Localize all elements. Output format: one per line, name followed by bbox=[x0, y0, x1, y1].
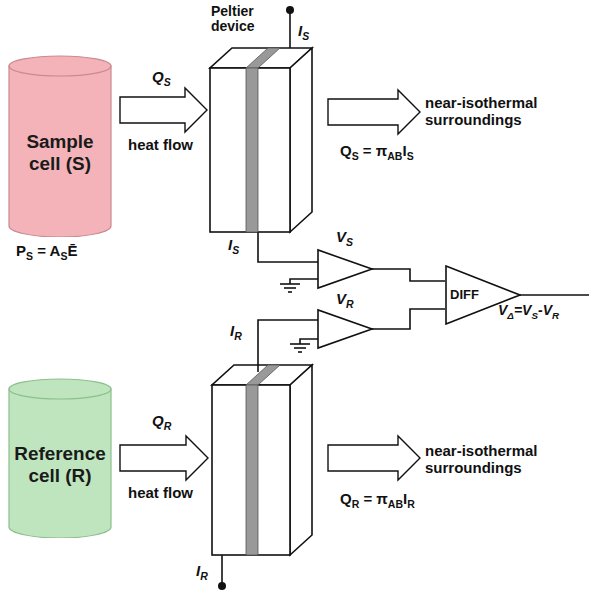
heat-symbol: QR bbox=[152, 412, 171, 432]
current-symbol: IS bbox=[298, 22, 309, 42]
equation: QR = πABIR bbox=[340, 490, 415, 510]
surroundings-label: near-isothermal surroundings bbox=[425, 94, 575, 129]
surroundings-label: near-isothermal surroundings bbox=[425, 442, 575, 477]
amp-label: DIFF bbox=[450, 287, 479, 302]
cell-name: Sample cell (S) bbox=[8, 117, 112, 174]
current-symbol: IS bbox=[228, 236, 239, 256]
device-heading: Peltier device bbox=[205, 4, 273, 35]
voltage-symbol: VS bbox=[336, 228, 353, 248]
equation: QS = πABIS bbox=[340, 142, 414, 162]
heat-flow-arrow bbox=[328, 90, 420, 134]
current-symbol: IR bbox=[230, 322, 242, 342]
current-symbol: IR bbox=[196, 562, 208, 582]
flow-label: heat flow bbox=[128, 136, 193, 153]
heat-flow-arrow bbox=[328, 436, 420, 480]
cell-name: Reference cell (R) bbox=[8, 429, 112, 486]
voltage-symbol: VΔ=VS-VR bbox=[498, 302, 559, 321]
equation: PS = ASĒ bbox=[16, 242, 77, 262]
sample-cell: Sample cell (S) bbox=[8, 55, 112, 237]
voltage-symbol: VR bbox=[336, 290, 354, 310]
flow-label: heat flow bbox=[128, 484, 193, 501]
heat-flow-arrow bbox=[120, 436, 208, 480]
reference-cell: Reference cell (R) bbox=[8, 378, 112, 538]
heat-flow-arrow bbox=[120, 88, 207, 132]
heat-symbol: QS bbox=[152, 68, 171, 88]
